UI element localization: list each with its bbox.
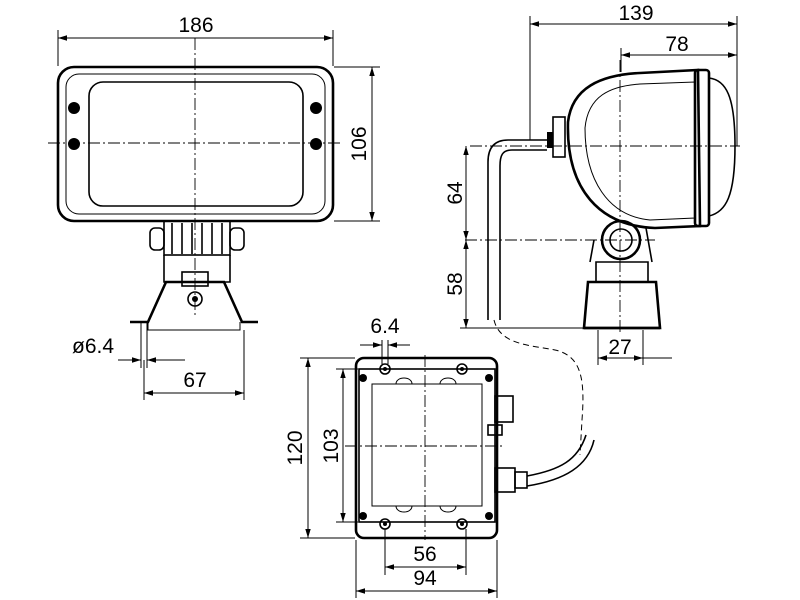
mounting-bracket — [130, 280, 258, 324]
dimension-label-ballast-hole: 6.4 — [370, 315, 400, 338]
lamp-housing-rim — [65, 73, 326, 215]
mounting-hole — [68, 102, 80, 114]
lamp-stand — [582, 280, 662, 330]
dimension-label-ballast-width: 94 — [413, 567, 437, 590]
cable-routing — [493, 319, 584, 456]
dimension-label-lamp-depth: 78 — [665, 33, 688, 56]
mounting-hole — [68, 138, 80, 150]
dimension-label-hole-diameter: ø6.4 — [72, 335, 114, 358]
dimension-label-base: 27 — [608, 336, 631, 359]
dimension-label-depth: 139 — [618, 2, 653, 25]
dimension-label-upper-height: 64 — [444, 181, 467, 205]
side-view: 139 78 64 58 27 — [444, 2, 740, 456]
ballast-plate — [354, 356, 499, 540]
dimension-label-height: 106 — [348, 126, 371, 161]
lamp-bezel — [693, 68, 711, 228]
front-view: 186 106 ø6.4 67 — [48, 14, 380, 400]
dimension-label-width: 186 — [178, 14, 213, 37]
dimension-label-bracket: 67 — [183, 369, 206, 392]
lamp-lens — [88, 81, 304, 207]
lamp-housing-outer — [56, 65, 335, 223]
lamp-body-side — [566, 68, 702, 230]
dimension-label-ballast-height: 120 — [284, 430, 307, 465]
mounting-hole — [310, 102, 322, 114]
dimension-label-hole-spacing: 56 — [413, 543, 436, 566]
mount-block — [163, 220, 231, 256]
dimension-label-lower-height: 58 — [444, 272, 467, 295]
ballast-connector — [494, 395, 514, 423]
dimension-label-ballast-inner-height: 103 — [320, 428, 343, 463]
ballast-housing — [358, 368, 496, 523]
ballast-box: 6.4 120 103 56 94 — [284, 315, 595, 598]
mounting-hole — [310, 138, 322, 150]
